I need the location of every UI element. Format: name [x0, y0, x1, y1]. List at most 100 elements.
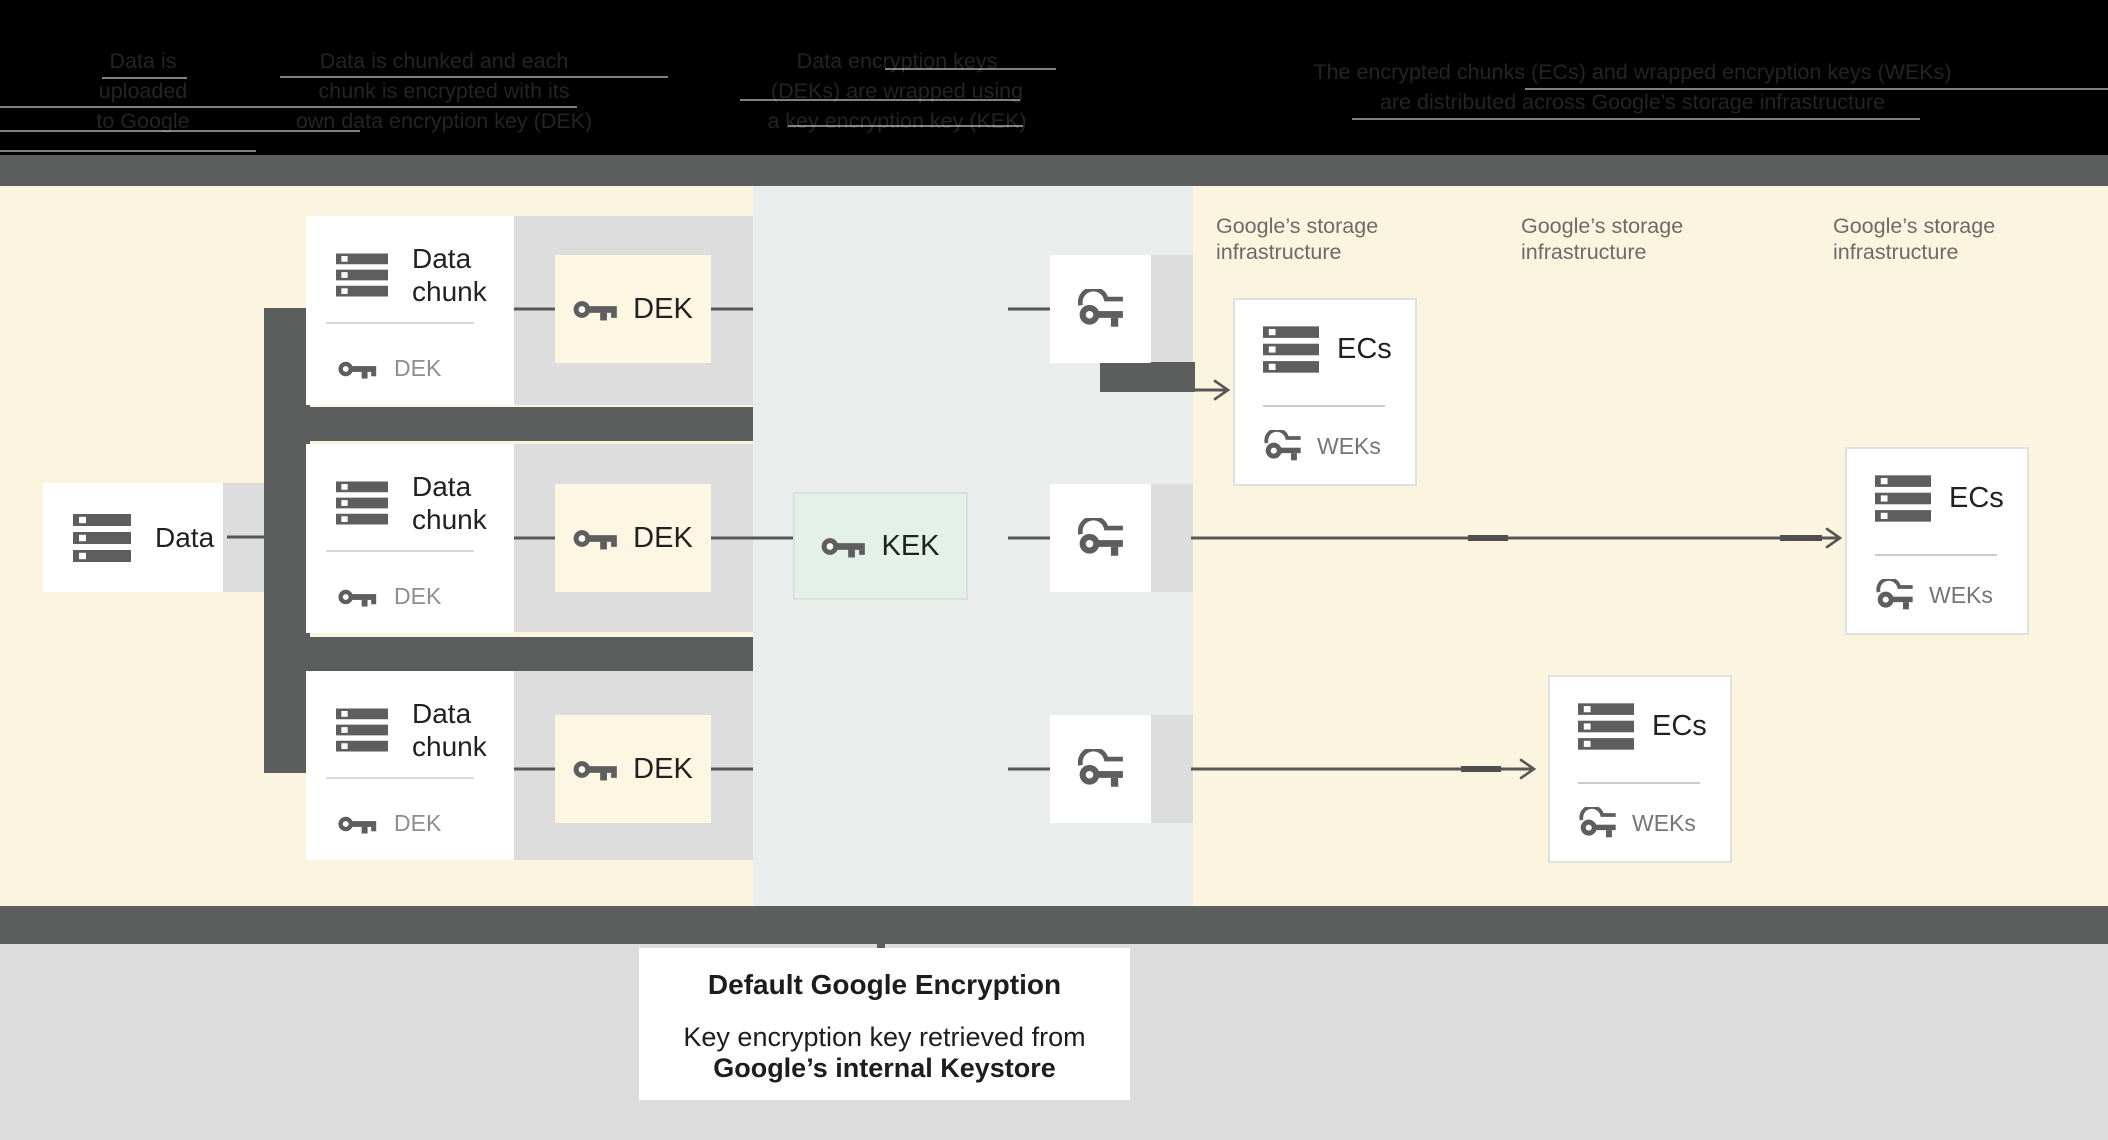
wrapped-key-icon [1077, 289, 1125, 329]
dek-label: DEK [633, 752, 693, 785]
chunk-title-line: Data [412, 243, 472, 274]
server-icon [1578, 703, 1634, 750]
server-icon [336, 481, 388, 525]
storage-label-line: infrastructure [1216, 239, 1342, 264]
chunk-title-line: Data [412, 471, 472, 502]
bottom-divider-bar [0, 906, 2108, 944]
header-underline-artifact [740, 99, 1020, 101]
divider [326, 777, 474, 779]
ecs-key-label: WEKs [1929, 581, 1993, 608]
data-chunk-box-3: Data chunk DEK [306, 671, 514, 860]
wrapped-key-box-1 [1050, 255, 1151, 363]
wrapped-key-icon [1077, 749, 1125, 789]
header-text-line: to Google [96, 109, 190, 133]
key-icon [573, 526, 619, 551]
chunk-key-label: DEK [394, 355, 442, 381]
header-underline-artifact [788, 125, 1023, 127]
server-icon [1263, 326, 1319, 373]
chunk-title-line: Data [412, 698, 472, 729]
wrapped-key-icon [1875, 579, 1915, 611]
key-icon [821, 534, 867, 559]
chunk-title: Data chunk [412, 242, 487, 308]
ecs-header: ECs [1578, 703, 1707, 750]
server-icon [1875, 475, 1931, 522]
storage-label-line: infrastructure [1521, 239, 1647, 264]
caption-line: Google’s internal Keystore [713, 1053, 1056, 1083]
header-underline-artifact [0, 130, 360, 132]
wrapped-key-box-3 [1050, 715, 1151, 823]
header-underline-artifact [0, 150, 256, 152]
divider [326, 322, 474, 324]
header-step-chunking: Data is chunked and each chunk is encryp… [284, 46, 604, 136]
header-text-line: a key encryption key (KEK) [767, 109, 1027, 133]
header-text-line: Data is chunked and each [319, 49, 569, 73]
divider [1263, 405, 1385, 407]
divider [1578, 782, 1700, 784]
wrapped-key-icon [1263, 430, 1303, 462]
split-bar-2 [264, 637, 753, 671]
header-step-distribution: The encrypted chunks (ECs) and wrapped e… [1310, 57, 1955, 117]
dek-label: DEK [633, 292, 693, 325]
ecs-header: ECs [1875, 475, 2004, 522]
header-underline-artifact [1352, 118, 1920, 120]
data-chunk-box-2: Data chunk DEK [306, 444, 514, 633]
chunk-title-line: chunk [412, 731, 487, 762]
split-bar-1 [264, 407, 753, 441]
divider [326, 550, 474, 552]
server-icon [73, 514, 131, 562]
trunk-connector [264, 308, 310, 773]
key-icon [338, 358, 378, 380]
distribution-bar-row1 [1100, 362, 1195, 392]
storage-label-line: infrastructure [1833, 239, 1959, 264]
storage-label-line: Google’s storage [1833, 214, 1996, 238]
top-divider-bar [0, 155, 2108, 186]
dek-box-3: DEK [555, 715, 711, 823]
chunk-key-row: DEK [338, 810, 441, 837]
server-icon [336, 253, 388, 297]
key-icon [573, 297, 619, 322]
header-underline-artifact [0, 106, 577, 108]
data-box-label: Data [155, 521, 215, 553]
storage-label-3: Google’s storage infrastructure [1833, 214, 1995, 265]
header-text-line: own data encryption key (DEK) [295, 109, 593, 133]
caption-title: Default Google Encryption [707, 969, 1062, 1000]
kek-box: KEK [793, 492, 968, 600]
storage-label-2: Google’s storage infrastructure [1521, 214, 1683, 265]
ecs-key-label: WEKs [1317, 432, 1381, 459]
key-icon [573, 757, 619, 782]
ecs-title: ECs [1337, 333, 1392, 365]
header-text-line: Data is [109, 49, 177, 73]
chunk-key-row: DEK [338, 355, 441, 382]
header-text-line: are distributed across Google’s storage … [1379, 90, 1886, 114]
header-underline-artifact [102, 77, 187, 79]
caption-box: Default Google Encryption Key encryption… [639, 948, 1130, 1100]
header-underline-artifact [885, 68, 1056, 70]
data-chunk-box-1: Data chunk DEK [306, 216, 514, 405]
ecs-title: ECs [1652, 710, 1707, 742]
server-icon [336, 708, 388, 752]
ecs-box-2: ECs WEKs [1845, 447, 2029, 635]
band-key1 [1151, 255, 1193, 363]
ecs-key-label: WEKs [1632, 809, 1696, 836]
chunk-header: Data chunk [336, 697, 487, 763]
kek-label: KEK [881, 529, 940, 562]
header-text-line: uploaded [98, 79, 188, 103]
wrapped-key-icon [1077, 518, 1125, 558]
ecs-title: ECs [1949, 482, 2004, 514]
divider [1875, 554, 1997, 556]
dek-label: DEK [633, 521, 693, 554]
ecs-header: ECs [1263, 326, 1392, 373]
header-underline-artifact [280, 76, 668, 78]
arrowhead-icon [1519, 758, 1537, 780]
chunk-title-line: chunk [412, 276, 487, 307]
band-key3 [1151, 715, 1193, 823]
key-icon [338, 586, 378, 608]
ecs-box-1: ECs WEKs [1233, 298, 1417, 486]
chunk-key-row: DEK [338, 583, 441, 610]
chunk-title: Data chunk [412, 697, 487, 763]
arrowhead-icon [1213, 379, 1231, 401]
chunk-header: Data chunk [336, 242, 487, 308]
header-text-line: chunk is encrypted with its [318, 79, 570, 103]
chunk-key-label: DEK [394, 583, 442, 609]
